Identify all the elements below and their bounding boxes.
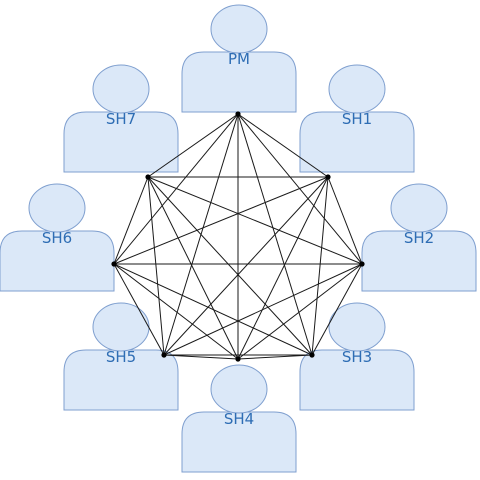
edge-pm-sh2 <box>237 113 363 265</box>
connection-point-sh5 <box>161 352 167 358</box>
edge-sh4-sh6 <box>113 263 239 360</box>
stakeholder-sh6: SH6 <box>0 183 115 292</box>
edge-sh5-sh6 <box>113 263 165 356</box>
edge-sh5-sh7 <box>147 176 165 356</box>
person-body-icon <box>181 51 297 113</box>
person-body-icon <box>299 111 415 173</box>
connection-point-sh4 <box>235 356 241 362</box>
person-head-icon <box>210 4 268 54</box>
anchors-layer <box>111 111 365 362</box>
edge-sh1-sh3 <box>311 176 329 356</box>
stakeholder-label: SH3 <box>342 348 372 366</box>
stakeholder-label: SH4 <box>224 410 254 428</box>
stakeholder-pm: PM <box>181 4 297 113</box>
person-body-icon <box>181 411 297 473</box>
edge-sh1-sh6 <box>113 176 329 265</box>
stakeholder-label: PM <box>228 50 250 68</box>
stakeholder-label: SH1 <box>342 110 372 128</box>
edge-sh4-sh7 <box>147 176 239 360</box>
stakeholder-label: SH5 <box>106 348 136 366</box>
person-body-icon <box>63 111 179 173</box>
edge-pm-sh7 <box>147 113 239 178</box>
stakeholder-label: SH7 <box>106 110 136 128</box>
stakeholder-label: SH6 <box>42 229 72 247</box>
stakeholder-sh4: SH4 <box>181 364 297 473</box>
stakeholder-label: SH2 <box>404 229 434 247</box>
edge-pm-sh1 <box>237 113 329 178</box>
edge-sh1-sh4 <box>237 176 329 360</box>
person-body-icon <box>0 230 115 292</box>
connection-point-sh7 <box>145 174 151 180</box>
edge-sh2-sh3 <box>311 263 363 356</box>
person-head-icon <box>210 364 268 414</box>
edge-sh3-sh4 <box>237 354 313 360</box>
edge-sh2-sh7 <box>147 176 363 265</box>
stakeholder-sh3: SH3 <box>299 302 415 411</box>
connection-point-sh2 <box>359 261 365 267</box>
stakeholder-sh2: SH2 <box>361 183 477 292</box>
edge-sh1-sh5 <box>163 176 329 356</box>
person-body-icon <box>63 349 179 411</box>
stakeholder-sh7: SH7 <box>63 64 179 173</box>
connection-point-sh3 <box>309 352 315 358</box>
edges-layer <box>113 113 363 360</box>
edge-sh2-sh5 <box>163 263 363 356</box>
stakeholder-sh1: SH1 <box>299 64 415 173</box>
person-head-icon <box>92 302 150 352</box>
connection-point-pm <box>235 111 241 117</box>
person-body-icon <box>361 230 477 292</box>
person-body-icon <box>299 349 415 411</box>
person-head-icon <box>92 64 150 114</box>
person-head-icon <box>328 64 386 114</box>
stakeholder-sh5: SH5 <box>63 302 179 411</box>
person-head-icon <box>328 302 386 352</box>
edge-sh1-sh2 <box>327 176 363 265</box>
edge-sh4-sh5 <box>163 354 239 360</box>
person-head-icon <box>390 183 448 233</box>
edge-sh3-sh7 <box>147 176 313 356</box>
edge-sh2-sh4 <box>237 263 363 360</box>
connection-point-sh6 <box>111 261 117 267</box>
connection-point-sh1 <box>325 174 331 180</box>
edge-sh6-sh7 <box>113 176 149 265</box>
person-head-icon <box>28 183 86 233</box>
edge-pm-sh6 <box>113 113 239 265</box>
